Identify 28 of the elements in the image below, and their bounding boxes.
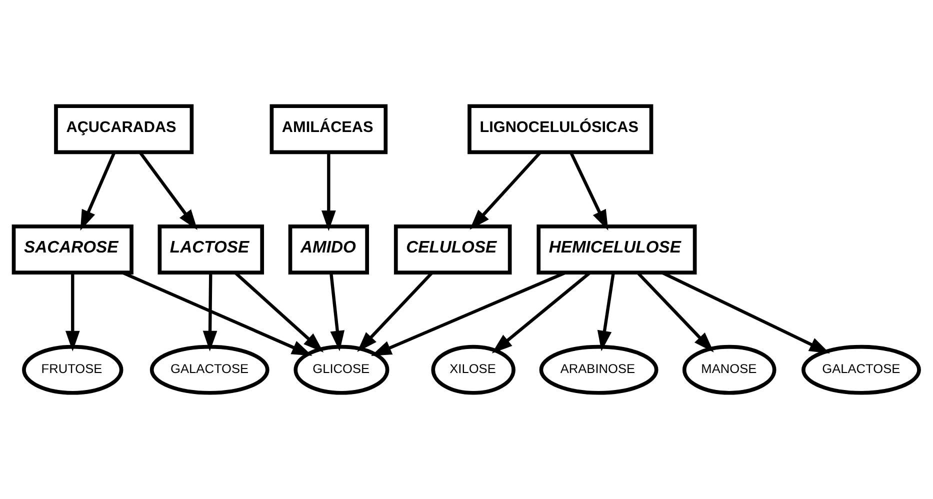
node-box: SACAROSE xyxy=(12,224,134,274)
node-box: LIGNOCELULÓSICAS xyxy=(468,104,654,154)
arrow xyxy=(597,272,615,352)
arrow xyxy=(570,152,608,231)
node-ellipse: XILOSE xyxy=(431,344,516,395)
arrow xyxy=(122,271,312,356)
arrow xyxy=(80,152,116,231)
node-box: AMIDO xyxy=(288,224,369,274)
arrow xyxy=(636,272,714,352)
node-ellipse: GALACTOSE xyxy=(802,344,921,395)
arrow xyxy=(234,272,324,352)
node-box: HEMICELULOSE xyxy=(536,224,697,274)
arrow xyxy=(202,272,218,352)
arrow xyxy=(321,152,336,231)
arrow xyxy=(65,272,80,352)
node-ellipse: GLICOSE xyxy=(294,344,390,395)
node-ellipse: ARABINOSE xyxy=(539,344,658,395)
node-box: LACTOSE xyxy=(158,224,264,274)
node-ellipse: FRUTOSE xyxy=(22,344,124,395)
arrow xyxy=(357,272,434,352)
arrow xyxy=(329,272,345,352)
node-box: AMILÁCEAS xyxy=(270,104,388,154)
node-box: AÇUCARADAS xyxy=(54,104,194,154)
node-ellipse: MANOSE xyxy=(682,344,776,395)
arrow xyxy=(470,152,542,230)
node-ellipse: GALACTOSE xyxy=(150,344,270,395)
arrow xyxy=(138,152,198,230)
node-box: CELULOSE xyxy=(394,224,512,274)
